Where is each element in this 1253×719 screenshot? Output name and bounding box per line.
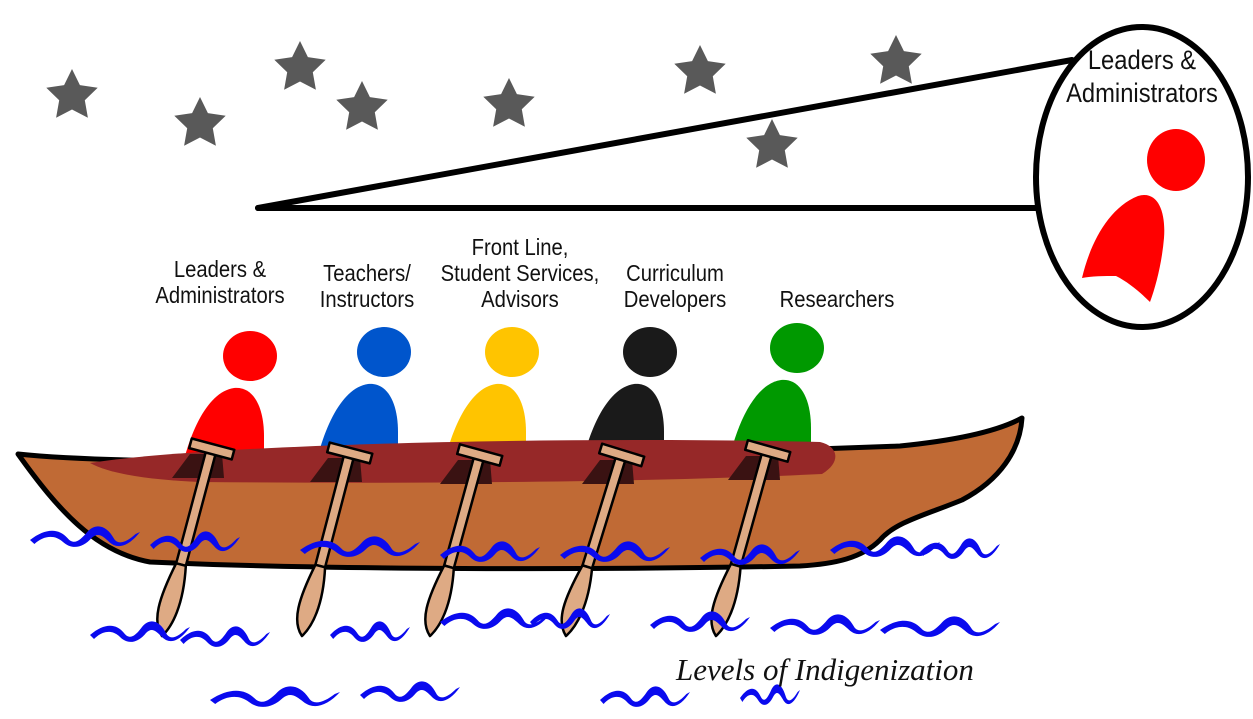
- paddle-icon: [424, 443, 504, 638]
- wave-icon: [770, 614, 880, 635]
- paddle-icon: [560, 442, 646, 638]
- wave-icon: [180, 626, 270, 647]
- person-head: [770, 323, 824, 373]
- callout-person-icon: [1082, 129, 1205, 302]
- role-label-researchers: Researchers: [779, 286, 895, 312]
- star-icon: [870, 35, 922, 84]
- star-icon: [746, 119, 798, 168]
- paddle-icon: [156, 437, 236, 638]
- role-label-leaders: Leaders & Administrators: [155, 256, 285, 308]
- star-icon: [46, 69, 98, 118]
- star-icon: [674, 45, 726, 94]
- star-icon: [483, 78, 535, 127]
- person-body: [1082, 195, 1165, 302]
- callout-label: Leaders & Administrators: [1066, 45, 1218, 108]
- person-head: [1147, 129, 1205, 191]
- paddles-group: [156, 437, 792, 638]
- wave-icon: [650, 611, 750, 632]
- wave-icon: [600, 686, 690, 707]
- spotlight-icon: [255, 57, 1075, 211]
- wave-icon: [90, 621, 190, 642]
- person-head: [485, 327, 539, 377]
- paddle-icon: [295, 441, 374, 638]
- stars-group: [46, 35, 922, 168]
- person-head: [623, 327, 677, 377]
- wave-icon: [360, 681, 460, 702]
- person-head: [223, 331, 277, 381]
- wave-icon: [920, 538, 1000, 559]
- star-icon: [336, 81, 388, 130]
- wave-icon: [210, 686, 340, 707]
- star-icon: [274, 41, 326, 90]
- role-label-curriculum: Curriculum Developers: [623, 260, 727, 312]
- callout-ellipse: [1033, 24, 1251, 330]
- role-label-front-line: Front Line, Student Services, Advisors: [440, 234, 600, 312]
- diagram-caption: Levels of Indigenization: [676, 652, 974, 687]
- person-head: [357, 327, 411, 377]
- role-label-teachers: Teachers/ Instructors: [319, 260, 415, 312]
- wave-icon: [880, 616, 1000, 637]
- star-icon: [174, 97, 226, 146]
- wave-icon: [330, 621, 410, 642]
